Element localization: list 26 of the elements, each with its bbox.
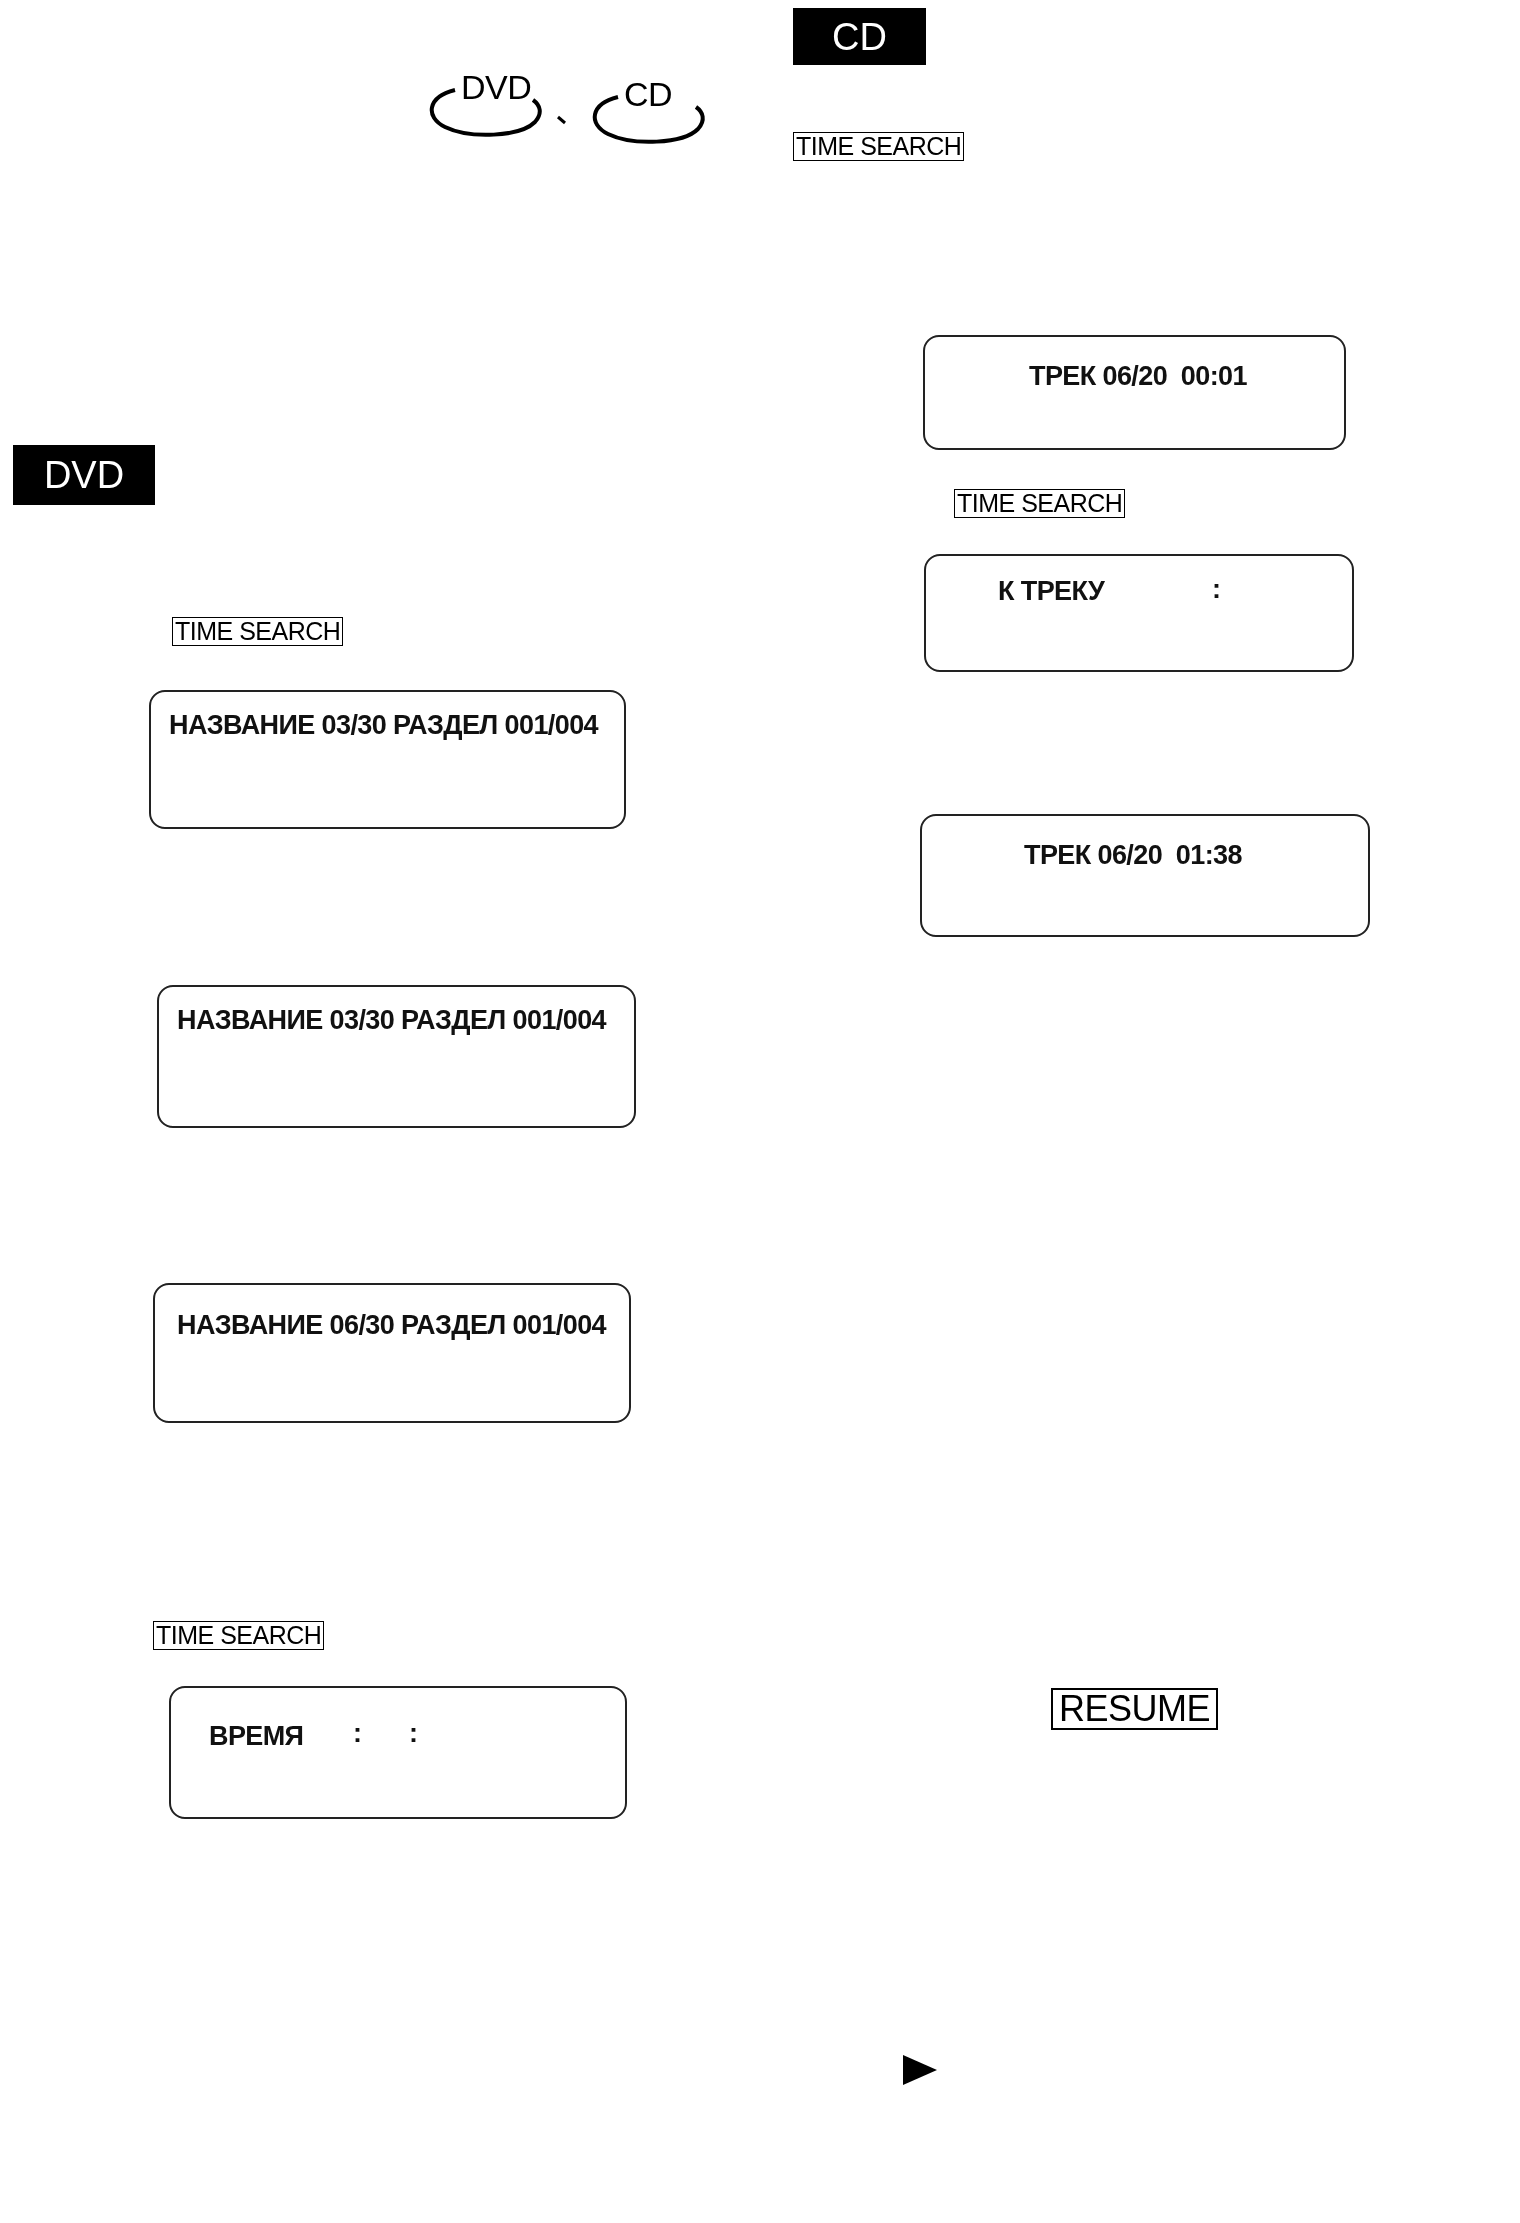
disc-label: DVD (461, 70, 532, 104)
display-screen (923, 335, 1346, 450)
display-screen (169, 1686, 627, 1819)
display-screen (149, 690, 626, 829)
display-screen (153, 1283, 631, 1423)
mode-tag: DVD (13, 445, 155, 505)
display-text: НАЗВАНИЕ 03/30 РАЗДЕЛ 001/004 (169, 712, 598, 739)
display-text: К ТРЕКУ (998, 578, 1105, 605)
display-text: НАЗВАНИЕ 03/30 РАЗДЕЛ 001/004 (177, 1007, 606, 1034)
mode-tag: CD (793, 8, 926, 65)
key-label: TIME SEARCH (793, 132, 965, 161)
disc-label: CD (624, 77, 673, 111)
key-label: TIME SEARCH (172, 617, 344, 646)
key-label: RESUME (1051, 1688, 1219, 1730)
display-text: ТРЕК 06/20 01:38 (1024, 842, 1242, 869)
display-screen (157, 985, 636, 1128)
key-label: TIME SEARCH (153, 1621, 325, 1650)
display-text: ВРЕМЯ (209, 1723, 304, 1750)
display-text: : (1212, 576, 1221, 603)
display-text: : (409, 1720, 418, 1747)
display-text: ТРЕК 06/20 00:01 (1029, 363, 1247, 390)
display-text: : (353, 1720, 362, 1747)
key-label: TIME SEARCH (954, 489, 1126, 518)
display-text: НАЗВАНИЕ 06/30 РАЗДЕЛ 001/004 (177, 1312, 606, 1339)
display-screen (920, 814, 1370, 937)
display-screen (924, 554, 1354, 672)
